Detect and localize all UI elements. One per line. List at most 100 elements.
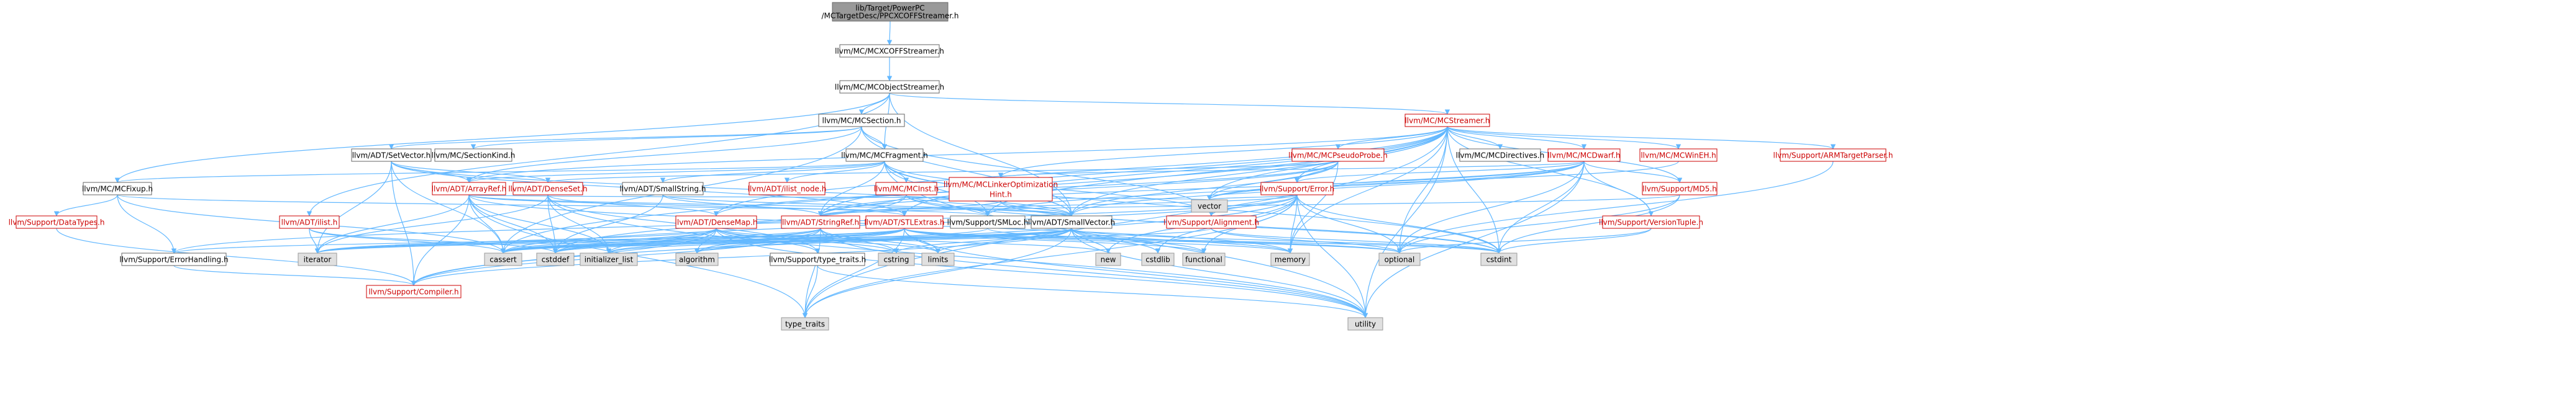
graph-node-smallstring[interactable]: llvm/ADT/SmallString.h [620,182,706,195]
graph-node-stringref[interactable]: llvm/ADT/StringRef.h [781,215,860,229]
graph-node-seckind[interactable]: llvm/MC/SectionKind.h [432,148,516,162]
node-label: llvm/MC/MCDirectives.h [1456,151,1544,160]
graph-node-ilistnode[interactable]: llvm/ADT/ilist_node.h [748,182,827,195]
node-box [1141,253,1175,266]
graph-node-fixup[interactable]: llvm/MC/MCFixup.h [82,182,153,195]
graph-node-ilist[interactable]: llvm/ADT/ilist.h [279,215,340,229]
node-box [512,182,583,195]
node-box [832,2,949,22]
dependency-edge [817,161,1339,217]
graph-node-stlextras[interactable]: llvm/ADT/STLExtras.h [864,215,945,229]
dependency-edge [889,92,1450,115]
dependency-edge [1211,228,1502,254]
graph-node-mcstreamer[interactable]: llvm/MC/MCStreamer.h [1404,114,1490,127]
node-box [1291,148,1385,162]
dependency-edge [802,228,905,318]
dependency-edge [1071,228,1111,254]
graph-node-cstddef: cstddef [536,253,575,266]
dependency-edge [998,126,1448,178]
graph-node-smloc[interactable]: llvm/Support/SMLoc.h [947,215,1029,229]
graph-node-armtp[interactable]: llvm/Support/ARMTargetParser.h [1773,148,1893,162]
node-box [279,215,340,229]
graph-node-mcinst[interactable]: llvm/MC/MCInst.h [874,182,939,195]
dependency-edge [716,228,1111,254]
node-box [1378,253,1421,266]
dependency-edge [818,194,1298,217]
node-box [675,215,757,229]
graph-node-mcsec[interactable]: llvm/MC/MCSection.h [818,114,905,127]
graph-node-densemap[interactable]: llvm/ADT/DenseMap.h [675,215,758,229]
graph-node-start[interactable]: lib/Target/PowerPC/MCTargetDesc/PPCXCOFF… [821,2,959,22]
dependency-edge [391,161,1075,217]
graph-node-error[interactable]: llvm/Support/Error.h [1260,182,1335,195]
graph-node-objstr[interactable]: llvm/MC/MCObjectStreamer.h [835,80,944,94]
graph-node-arrayref[interactable]: llvm/ADT/ArrayRef.h [432,182,507,195]
graph-node-vector: vector [1191,199,1228,213]
graph-node-directives[interactable]: llvm/MC/MCDirectives.h [1456,148,1544,162]
dependency-edge [817,265,1368,318]
node-label: llvm/Support/MD5.h [1642,185,1717,194]
dependency-edge [391,161,417,286]
graph-node-typetraits_h[interactable]: llvm/Support/type_traits.h [769,253,867,266]
node-label: utility [1355,320,1376,329]
graph-node-xcoff[interactable]: llvm/MC/MCXCOFFStreamer.h [835,44,944,58]
graph-node-frag[interactable]: llvm/MC/MCFragment.h [841,148,928,162]
dependency-edge [117,194,177,254]
graph-node-datatypes[interactable]: llvm/Support/DataTypes.h [9,215,105,229]
graph-node-smallvec[interactable]: llvm/ADT/SmallVector.h [1028,215,1115,229]
dependency-edge [553,228,905,254]
dependency-edge [315,228,717,254]
graph-node-md5[interactable]: llvm/Support/MD5.h [1642,182,1718,195]
node-box [770,253,865,266]
graph-node-initlist: initializer_list [580,253,638,266]
node-label: llvm/MC/SectionKind.h [432,151,516,160]
node-label: cstdlib [1145,256,1170,264]
node-box [83,182,152,195]
graph-node-dwarf[interactable]: llvm/MC/MCDwarf.h [1547,148,1621,162]
node-label: llvm/MC/MCXCOFFStreamer.h [835,47,944,56]
dependency-edge [314,161,392,254]
dependency-edge [817,161,885,217]
node-box [865,215,944,229]
graph-node-versiontuple[interactable]: llvm/Support/VersionTuple.h [1599,215,1703,229]
graph-node-alignment[interactable]: llvm/Support/Alignment.h [1163,215,1259,229]
dependency-edge [314,194,548,254]
dependency-edge [694,228,1072,254]
dependency-edge [1396,194,1680,254]
dependency-edge [861,126,888,150]
graph-node-pseudo[interactable]: llvm/MC/MCPseudoProbe.h [1288,148,1388,162]
dependency-edge [389,126,862,150]
node-label: llvm/ADT/SetVector.h [352,151,431,160]
node-box [1547,148,1621,162]
node-box [839,44,940,58]
node-box [675,253,719,266]
dependency-edge [1447,126,1587,150]
node-box [366,285,462,298]
dependency-edge [114,92,890,183]
node-label: memory [1275,256,1306,264]
dependency-edge [802,126,1448,318]
dependency-edge [1071,228,1501,254]
graph-node-errhandling[interactable]: llvm/Support/ErrorHandling.h [119,253,229,266]
graph-node-denseset[interactable]: llvm/ADT/DenseSet.h [508,182,588,195]
node-label: cstdint [1486,256,1512,264]
graph-node-compiler[interactable]: llvm/Support/Compiler.h [366,285,462,298]
dependency-edge [500,228,821,254]
graph-node-setvec[interactable]: llvm/ADT/SetVector.h [351,148,432,162]
dependency-edge [716,228,821,254]
node-label: llvm/ADT/SmallVector.h [1028,218,1115,227]
dependency-edge [904,228,1402,254]
node-box [878,253,915,266]
node-label: llvm/Support/type_traits.h [769,256,867,264]
dependency-edge [802,228,821,318]
dependency-edge [56,228,417,286]
dependency-edge [411,194,470,286]
graph-node-winin[interactable]: llvm/MC/MCWinEH.h [1639,148,1718,162]
node-box [1780,148,1886,162]
dependency-edge [1362,126,1448,318]
node-label: llvm/MC/MCInst.h [874,185,939,194]
graph-node-limits: limits [921,253,955,266]
dependency-edge [1335,126,1448,150]
dependency-edge [1206,161,1339,200]
